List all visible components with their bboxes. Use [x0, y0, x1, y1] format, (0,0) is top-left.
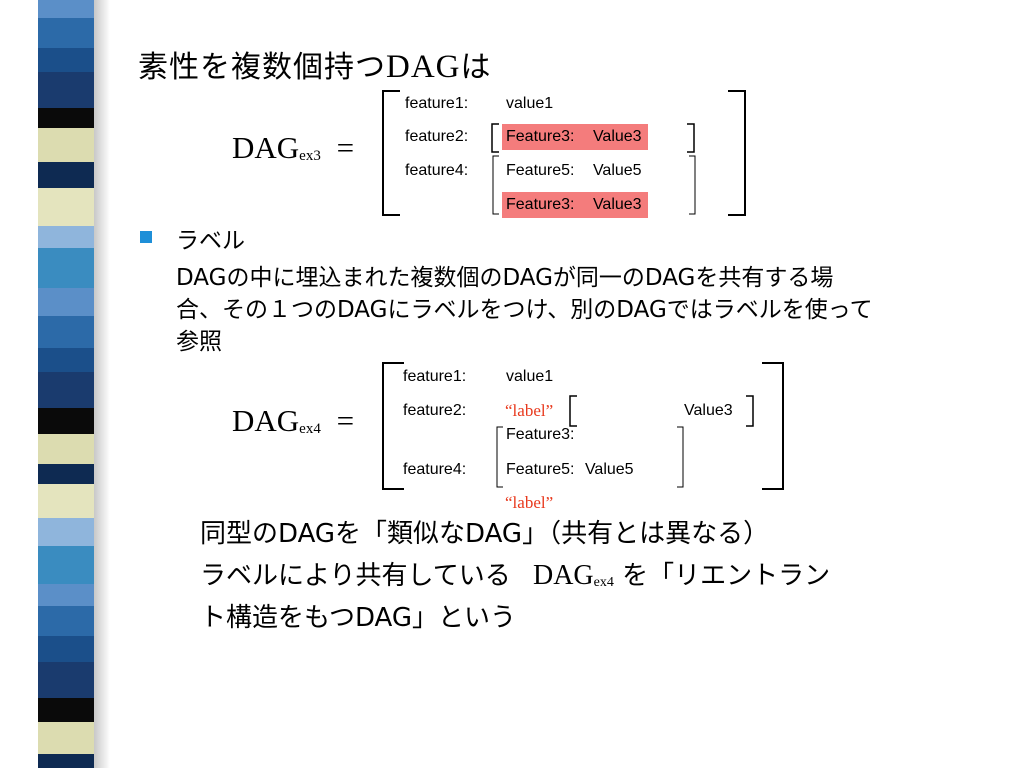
stripe-segment — [38, 248, 94, 288]
ex3-value3: Value3 — [592, 128, 642, 145]
stripe-segment — [38, 48, 94, 72]
stripe-segment — [38, 288, 94, 316]
stripe-segment — [38, 754, 94, 768]
ex3-outer-left-bracket — [382, 90, 400, 216]
stripe-segment — [38, 408, 94, 434]
ex4-inner2-left-bracket — [496, 426, 503, 488]
stripe-segment — [38, 162, 94, 188]
stripe-segment — [38, 698, 94, 722]
ex3-feature3b: Feature3: — [506, 196, 575, 213]
ex3-feature5: Feature5: Value5 — [506, 162, 642, 180]
ex3-feature2: feature2: — [405, 128, 469, 145]
ex4-inner2-right-bracket — [677, 426, 684, 488]
stripe-segment — [38, 636, 94, 662]
stripe-segment — [38, 464, 94, 484]
bullet-line-2: 合、その１つのDAGにラベルをつけ、別のDAGではラベルを使って — [176, 297, 873, 323]
ex4-feature5: Feature5: Value5 — [506, 461, 634, 479]
ex3-shared-feature3-top: Feature3: Value3 — [502, 124, 648, 150]
stripe-segment — [38, 584, 94, 606]
closing-dag-name: DAG — [532, 560, 594, 591]
title-dag: DAG — [386, 49, 461, 85]
stripe-segment — [38, 372, 94, 408]
ex4-feature4: feature4: — [403, 461, 467, 478]
ex4-outer-right-bracket — [762, 362, 784, 490]
bullet-line-1: DAGの中に埋込まれた複数個のDAGが同一のDAGを共有する場 — [176, 265, 834, 291]
ex3-value5: Value5 — [592, 162, 642, 179]
ex4-outer-left-bracket — [382, 362, 404, 490]
title-suffix: は — [460, 50, 492, 85]
ex3-feature5-key: Feature5: — [506, 162, 575, 179]
stripe-segment — [38, 188, 94, 226]
closing-line-2-post: を「リエントラン — [622, 561, 831, 591]
stripe-shadow — [94, 0, 110, 768]
ex3-inner2-right-bracket — [689, 155, 696, 215]
stripe-segment — [38, 108, 94, 128]
stripe-segment — [38, 606, 94, 636]
closing-dag: DAGex4 — [533, 560, 614, 591]
stripe-segment — [38, 18, 94, 48]
ex3-value3b: Value3 — [592, 196, 642, 213]
bullet-line-3: 参照 — [176, 329, 222, 355]
stripe-segment — [38, 722, 94, 754]
ex3-feature4: feature4: — [405, 162, 469, 179]
bullet-heading: ラベル — [176, 228, 245, 254]
stripe-segment — [38, 72, 94, 108]
ex3-shared-feature3-bottom: Feature3: Value3 — [502, 192, 648, 218]
ex3-inner2-left-bracket — [492, 155, 499, 215]
dag-ex3-name: DAG — [232, 130, 300, 165]
dag-ex4-equals: = — [336, 403, 355, 438]
ex4-value5: Value5 — [584, 461, 634, 478]
stripe-segment — [38, 546, 94, 584]
dag-ex3-equals: = — [336, 130, 355, 165]
stripe-segment — [38, 484, 94, 518]
ex4-label-ref-1: “label” — [505, 401, 554, 420]
ex3-inner1-right-bracket — [687, 123, 695, 153]
ex4-value1: value1 — [506, 368, 554, 385]
closing-line-2-pre: ラベルにより共有している — [200, 561, 511, 591]
ex3-feature1: feature1: — [405, 95, 469, 112]
title-prefix: 素性を複数個持つ — [138, 50, 386, 85]
stripe-segment — [38, 128, 94, 162]
stripe-segment — [38, 662, 94, 698]
closing-line-1: 同型のDAGを「類似なDAG」（共有とは異なる） — [200, 519, 770, 549]
ex4-feature2: feature2: — [403, 402, 467, 419]
ex4-label-ref-2: “label” — [505, 493, 554, 512]
dag-ex3-sub: ex3 — [299, 148, 321, 164]
bullet-square-icon — [140, 231, 152, 243]
closing-line-2: ラベルにより共有している DAGex4 を「リエントラン — [200, 555, 830, 592]
ex4-feature3: Feature3: — [506, 426, 575, 443]
stripe-segment — [38, 226, 94, 248]
dag-ex3-label: DAGex3 = — [232, 130, 354, 166]
closing-line-3: ト構造をもつDAG」という — [200, 603, 517, 633]
ex4-value3: Value3 — [684, 402, 733, 419]
ex4-inner1-left-bracket — [569, 395, 577, 427]
slide-title: 素性を複数個持つDAGは — [138, 42, 492, 86]
stripe-segment — [38, 434, 94, 464]
stripe-segment — [38, 316, 94, 348]
stripe-segment — [38, 0, 94, 18]
ex3-value1: value1 — [506, 95, 554, 112]
ex4-feature5-key: Feature5: — [506, 461, 575, 478]
ex3-inner1-left-bracket — [491, 123, 499, 153]
closing-dag-sub: ex4 — [593, 575, 614, 590]
ex4-inner1-right-bracket — [746, 395, 754, 427]
stripe-segment — [38, 518, 94, 546]
stripe-segment — [38, 348, 94, 372]
ex3-outer-right-bracket — [728, 90, 746, 216]
decorative-stripe — [38, 0, 94, 768]
dag-ex4-sub: ex4 — [299, 421, 321, 437]
ex4-feature1: feature1: — [403, 368, 467, 385]
ex3-feature3: Feature3: — [506, 128, 575, 145]
dag-ex4-label: DAGex4 = — [232, 403, 354, 439]
dag-ex4-name: DAG — [232, 403, 300, 438]
